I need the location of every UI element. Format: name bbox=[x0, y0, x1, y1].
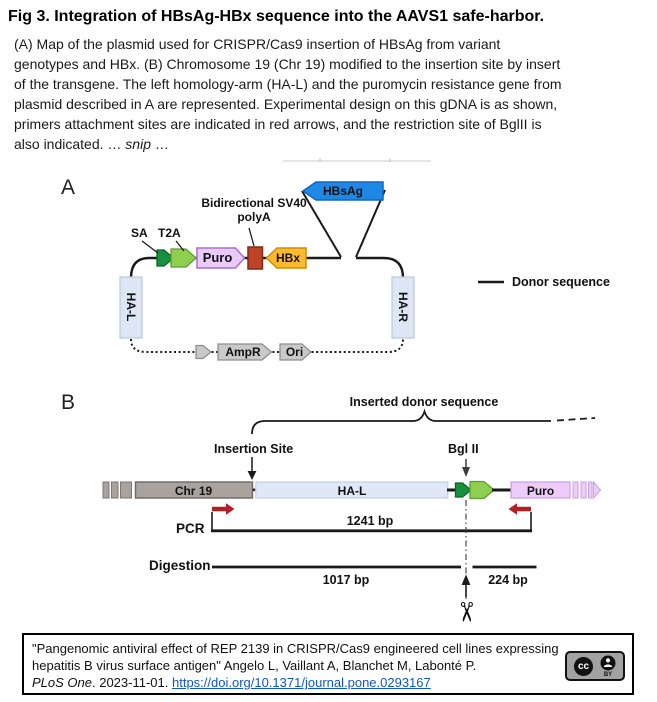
chr19-box bbox=[134, 481, 254, 499]
ori-label: Ori bbox=[285, 345, 304, 359]
forward-primer-arrow bbox=[212, 503, 235, 515]
pcr-length-label: 1241 bp bbox=[346, 514, 394, 528]
inserted-donor-brace bbox=[251, 408, 551, 435]
citation-line-2: hepatitis B virus surface antigen" Angel… bbox=[32, 658, 477, 673]
snip-remnant-ticks bbox=[319, 158, 391, 162]
citation-journal: PLoS One bbox=[32, 675, 92, 690]
by-label: BY bbox=[603, 671, 613, 678]
citation-line-3: PLoS One. 2023-11-01. https://doi.org/10… bbox=[32, 674, 552, 691]
cc-by-badge[interactable]: cc BY bbox=[565, 651, 625, 681]
plasmid-backbone-left bbox=[129, 256, 341, 279]
puro-label: Puro bbox=[202, 250, 233, 265]
chr19-stripe bbox=[120, 481, 132, 499]
citation-line-1: "Pangenomic antiviral effect of REP 2139… bbox=[32, 641, 559, 656]
reverse-primer-arrow bbox=[508, 503, 531, 515]
ha-r-box bbox=[391, 276, 415, 339]
fragment-left-length-label: 1017 bp bbox=[322, 573, 370, 587]
ampr-label: AmpR bbox=[225, 345, 261, 359]
t2a-arrow-b bbox=[469, 480, 496, 500]
unnamed-gray-arrow bbox=[195, 344, 213, 360]
ha-l-box bbox=[119, 276, 143, 339]
hbx-label: HBx bbox=[275, 251, 300, 265]
insertion-v-right-line bbox=[355, 189, 386, 258]
person-icon bbox=[600, 655, 616, 670]
cut-site-up-arrow-head bbox=[461, 574, 471, 585]
ha-r-label: HA-R bbox=[396, 292, 410, 322]
hbsag-arrow bbox=[301, 181, 384, 201]
chr19-label: Chr 19 bbox=[174, 484, 213, 498]
ori-arrow bbox=[279, 343, 312, 361]
puro-label-b: Puro bbox=[526, 484, 555, 498]
panel-b-letter: B bbox=[61, 391, 76, 414]
fragment-right-length-label: 224 bp bbox=[488, 573, 528, 587]
hbx-arrow bbox=[265, 247, 307, 269]
digestion-row-label: Digestion bbox=[149, 558, 211, 573]
polya-box bbox=[247, 246, 264, 270]
t2a-pointer-line bbox=[175, 240, 185, 252]
insertion-junction-dot bbox=[252, 488, 256, 492]
citation-box: "Pangenomic antiviral effect of REP 2139… bbox=[22, 633, 634, 695]
puro-arrow bbox=[196, 247, 246, 269]
caption-snip: snip bbox=[125, 136, 151, 152]
chr19-stripe bbox=[102, 481, 110, 499]
inserted-donor-label: Inserted donor sequence bbox=[349, 395, 499, 409]
insertion-site-arrow-head bbox=[247, 471, 257, 480]
plasmid-backbone-right bbox=[356, 256, 405, 279]
hbsag-label: HBsAg bbox=[322, 184, 363, 198]
puro-stripe bbox=[580, 481, 587, 499]
sa-pointer-line bbox=[141, 240, 159, 254]
figure-title: Fig 3. Integration of HBsAg-HBx sequence… bbox=[8, 8, 545, 25]
chr19-stripe bbox=[111, 481, 119, 499]
bgl-ii-arrow-head bbox=[462, 467, 470, 477]
puro-box-b bbox=[510, 481, 571, 499]
sa-arrow bbox=[156, 249, 175, 267]
doi-link[interactable]: https://doi.org/10.1371/journal.pone.029… bbox=[171, 675, 431, 690]
insertion-site-label: Insertion Site bbox=[214, 442, 294, 456]
figure-caption: (A) Map of the plasmid used for CRISPR/C… bbox=[14, 34, 650, 154]
panel-a-letter: A bbox=[61, 176, 76, 199]
puro-stripe bbox=[572, 481, 579, 499]
caption-body: (A) Map of the plasmid used for CRISPR/C… bbox=[14, 36, 562, 152]
scissors-icon: ✂ bbox=[451, 600, 481, 624]
ha-l-label: HA-L bbox=[124, 292, 138, 322]
bgl-ii-label: Bgl II bbox=[448, 442, 479, 456]
insertion-v-left-line bbox=[301, 190, 342, 258]
cc-icon: cc bbox=[574, 656, 593, 676]
puro-stripe bbox=[588, 481, 593, 499]
ampr-arrow bbox=[217, 343, 273, 361]
polya-pointer-line bbox=[248, 227, 255, 247]
by-attribution: BY bbox=[600, 655, 616, 678]
inserted-donor-brace-dashes bbox=[556, 417, 596, 422]
donor-sequence-legend-label: Donor sequence bbox=[512, 275, 610, 289]
polya-label: Bidirectional SV40 polyA bbox=[201, 196, 307, 224]
t2a-label: T2A bbox=[158, 226, 181, 240]
sa-arrow-b bbox=[454, 482, 473, 498]
pcr-bracket-verticals bbox=[211, 512, 532, 530]
t2a-arrow bbox=[170, 248, 197, 268]
pcr-row-label: PCR bbox=[176, 521, 205, 536]
citation-date: . 2023-11-01. bbox=[92, 675, 172, 690]
sa-label: SA bbox=[131, 226, 148, 240]
caption-tail: … bbox=[150, 136, 169, 152]
ha-l-label-b: HA-L bbox=[337, 484, 367, 498]
puro-tip bbox=[593, 480, 602, 500]
